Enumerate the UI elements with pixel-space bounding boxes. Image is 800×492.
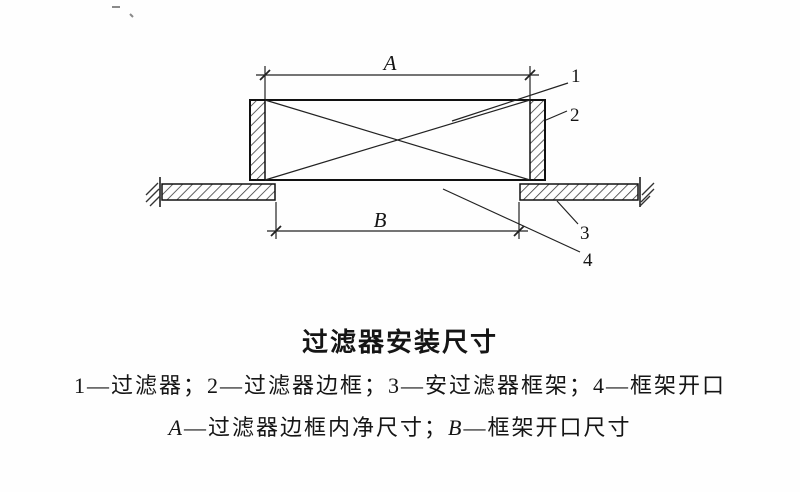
dimension-a <box>256 66 539 99</box>
filter-frame-right <box>529 99 546 181</box>
leader-1 <box>451 82 569 122</box>
frame-bar-right <box>519 183 639 201</box>
leader-4 <box>442 188 581 253</box>
callout-2-label: 2 <box>570 105 580 126</box>
filter-assembly <box>249 99 546 181</box>
leader-3 <box>556 200 579 225</box>
dim-a-tick-left <box>259 69 271 81</box>
legend-a-symbol: A <box>168 415 184 440</box>
callout-1-label: 1 <box>571 66 581 87</box>
break-hatch-right <box>639 182 655 207</box>
callout-leaders <box>442 82 581 253</box>
mounting-frame <box>145 177 655 207</box>
callout-4-label: 4 <box>583 250 593 271</box>
frame-bar-left <box>161 183 276 201</box>
dim-b-tick-left <box>270 225 282 237</box>
leader-2 <box>545 110 568 121</box>
callout-3-label: 3 <box>580 223 590 244</box>
dimension-b <box>267 202 528 239</box>
figure-title: 过滤器安装尺寸 <box>301 328 498 357</box>
filter-frame-left <box>249 99 266 181</box>
legend-line-2: A—过滤器边框内净尺寸；B—框架开口尺寸 <box>0 410 800 442</box>
legend-b-text: —框架开口尺寸 <box>463 415 632 440</box>
scan-artifacts <box>112 6 134 18</box>
dim-a-tick-right <box>524 69 536 81</box>
legend-line-1: 1—过滤器；2—过滤器边框；3—安过滤器框架；4—框架开口 <box>73 373 726 398</box>
legend-b-symbol: B <box>448 415 464 440</box>
dim-b-tick-right <box>513 225 525 237</box>
dim-a-label: A <box>382 51 397 75</box>
dim-b-label: B <box>374 208 387 232</box>
filter-cross-line-2 <box>264 99 531 181</box>
break-hatch-left <box>145 182 161 207</box>
legend-a-text: —过滤器边框内净尺寸； <box>183 415 448 440</box>
installation-diagram: A <box>112 6 655 271</box>
